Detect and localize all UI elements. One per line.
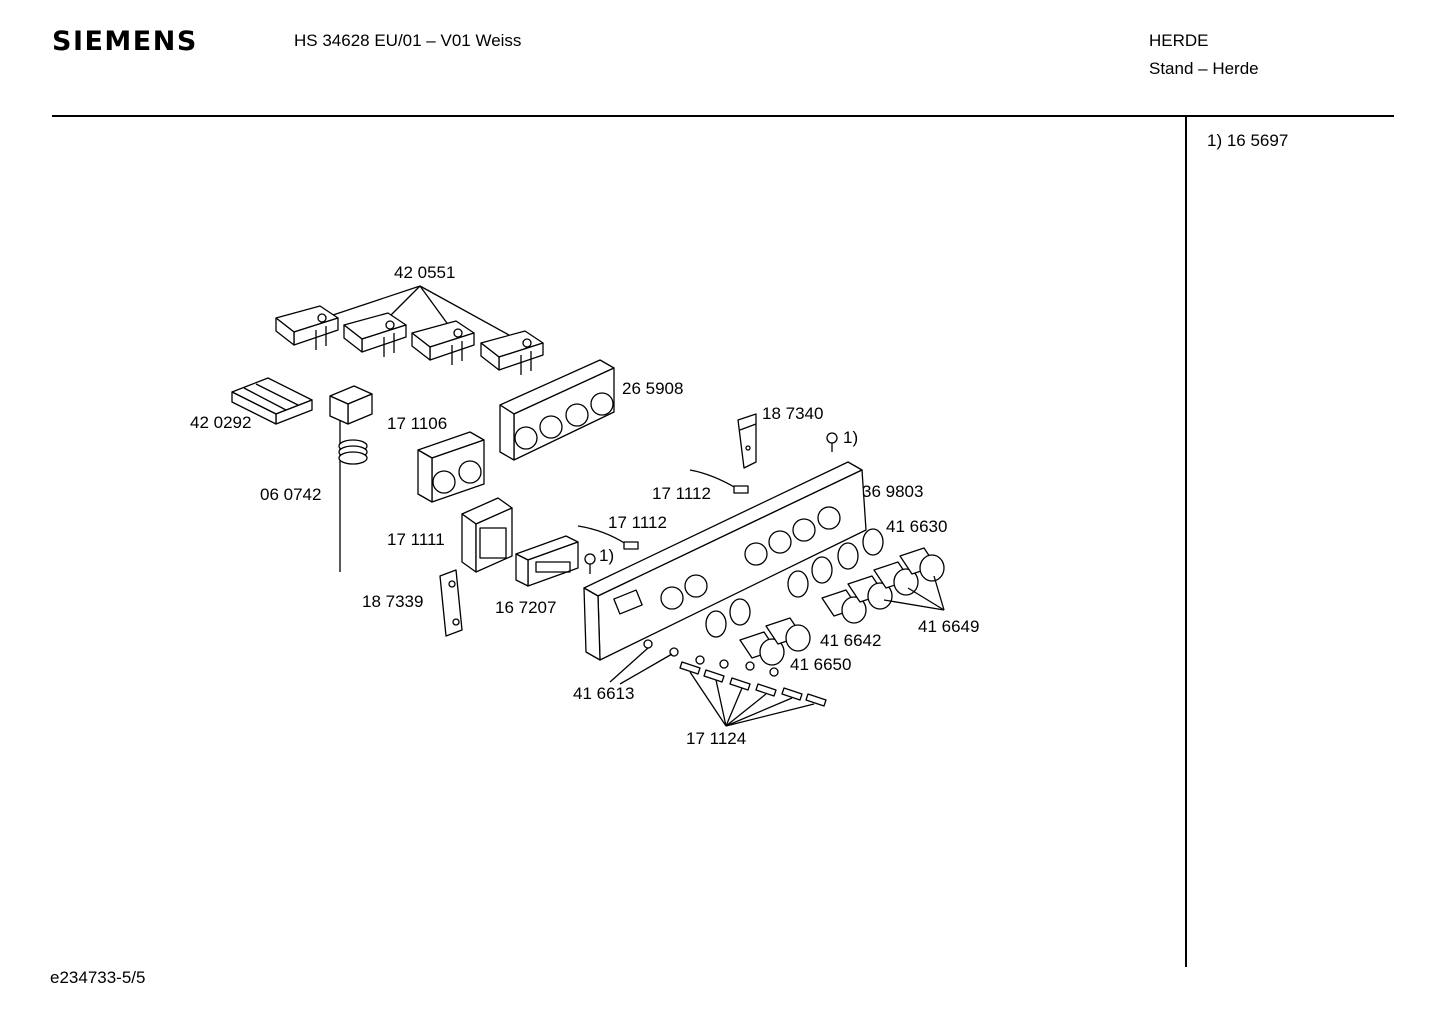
model-title: HS 34628 EU/01 – V01 Weiss [294,31,522,50]
switch-housing-large [499,359,615,461]
part-label: 16 7207 [495,598,556,617]
lamp-wire-lower [577,525,639,550]
switch-block-2 [343,312,407,357]
brand-logo: SIEMENS [52,26,198,57]
lamp-wire-upper [689,469,749,494]
control-knobs [739,547,945,666]
part-label: 26 5908 [622,379,683,398]
screw-upper [826,432,838,452]
bracket-left [439,569,463,637]
part-label: 41 6649 [918,617,979,636]
terminal-block [231,377,313,425]
part-label: 18 7339 [362,592,423,611]
part-label: 17 1112 [652,484,711,503]
panel-screws [679,661,827,707]
header-divider [52,115,1394,117]
category-title: HERDE [1149,31,1209,50]
part-label: 1) [843,428,858,447]
part-label: 17 1106 [387,414,447,433]
part-label: 18 7340 [762,404,823,423]
part-label: 41 6650 [790,655,851,674]
part-label: 41 6642 [820,631,881,650]
part-label: 17 1112 [608,513,667,532]
control-panel [583,461,867,661]
bracket-right [737,413,757,469]
switch-block-3 [411,320,475,365]
part-label: 42 0292 [190,413,251,432]
switch-block-1 [275,305,339,350]
screw-lower [584,553,596,574]
part-label: 42 0551 [394,263,455,282]
thermostat [329,385,373,572]
part-label: 17 1124 [686,729,746,748]
washers [643,639,779,677]
side-note: 1) 16 5697 [1207,131,1289,150]
display-frame [461,497,513,573]
part-label: 1) [599,546,614,565]
side-panel-divider [1185,117,1187,967]
clock-module [515,535,579,587]
document-id: e234733-5/5 [50,968,146,987]
part-label: 06 0742 [260,485,321,504]
leader-lines [609,575,945,727]
part-label: 17 1111 [387,530,445,549]
subcategory-title: Stand – Herde [1149,59,1259,78]
part-label: 36 9803 [862,482,923,501]
part-label: 41 6613 [573,684,634,703]
switch-block-4 [480,330,544,375]
knob-rings [705,528,884,638]
part-label: 41 6630 [886,517,947,536]
switch-housing-small [417,431,485,503]
